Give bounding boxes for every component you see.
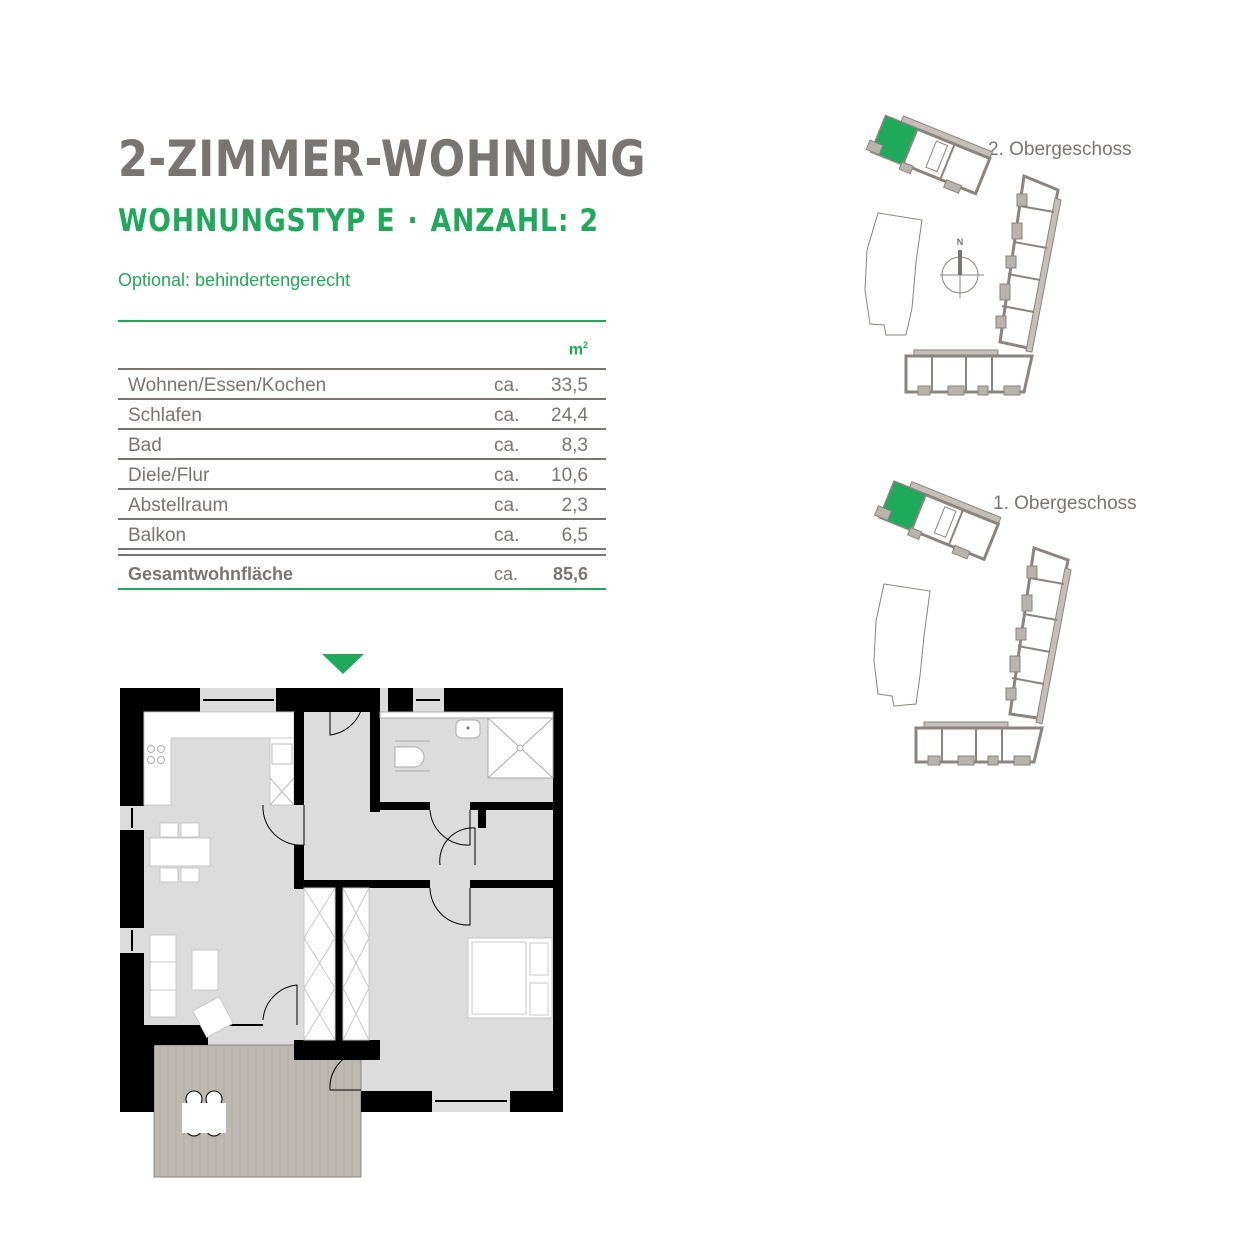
room-area: 2,3 bbox=[561, 495, 588, 516]
windows bbox=[120, 688, 510, 1112]
storage-door bbox=[439, 827, 476, 866]
page-title: 2-ZIMMER-WOHNUNG bbox=[118, 130, 646, 188]
room-name: Balkon bbox=[128, 525, 187, 546]
table-header: m2 bbox=[118, 322, 606, 370]
balcony-door-bedroom bbox=[329, 1049, 366, 1091]
exterior-walls bbox=[120, 688, 563, 1112]
balcony bbox=[153, 1044, 362, 1178]
approx-label: ca. bbox=[494, 465, 520, 486]
apartment-type: WOHNUNGSTYP E bbox=[118, 203, 396, 239]
doors bbox=[208, 688, 476, 1091]
armchair bbox=[192, 996, 234, 1038]
building-wing-north bbox=[865, 114, 994, 196]
sofa bbox=[149, 934, 177, 1018]
neighbor-building bbox=[873, 583, 931, 707]
total-row: Gesamtwohnfläche ca. 85,6 bbox=[118, 556, 606, 590]
entrance-door bbox=[329, 688, 364, 736]
building-wing-south bbox=[914, 721, 1044, 766]
approx-label: ca. bbox=[494, 375, 520, 396]
room-area: 33,5 bbox=[551, 375, 588, 396]
room-name: Wohnen/Essen/Kochen bbox=[128, 375, 327, 396]
approx-label: ca. bbox=[494, 405, 520, 426]
compass-icon: N bbox=[940, 237, 984, 298]
area-table: m2 Wohnen/Essen/Kochen ca. 33,5 Schlafen… bbox=[118, 320, 606, 590]
floor-label-2og: 2. Obergeschoss bbox=[988, 139, 1132, 160]
table-row: Schlafen ca. 24,4 bbox=[118, 400, 606, 430]
room-area: 6,5 bbox=[561, 525, 588, 546]
highlighted-unit bbox=[880, 482, 926, 531]
site-plan-2og: N bbox=[864, 114, 1062, 396]
table-row: Wohnen/Essen/Kochen ca. 33,5 bbox=[118, 370, 606, 400]
toilet-icon bbox=[394, 746, 425, 768]
building-wing-north bbox=[873, 480, 1002, 562]
approx-label: ca. bbox=[494, 525, 520, 546]
building-wing-east bbox=[995, 173, 1062, 353]
apartment-floor-plan bbox=[120, 654, 563, 1178]
entrance-arrow-icon bbox=[322, 654, 364, 674]
table-row: Balkon ca. 6,5 bbox=[118, 520, 606, 550]
living-furniture bbox=[149, 934, 234, 1038]
dining-table bbox=[149, 822, 211, 883]
unit-label: m2 bbox=[568, 340, 588, 359]
balcony-door-living bbox=[262, 984, 298, 1025]
total-label: Gesamtwohnfläche bbox=[128, 564, 294, 584]
bathroom-fixtures bbox=[379, 711, 554, 779]
table-top-rule bbox=[118, 320, 606, 322]
optional-note: Optional: behindertengerecht bbox=[118, 270, 351, 290]
site-plan-1og bbox=[873, 480, 1072, 766]
room-area: 8,3 bbox=[561, 435, 588, 456]
approx-label: ca. bbox=[494, 564, 519, 584]
table-row: Bad ca. 8,3 bbox=[118, 430, 606, 460]
kitchen bbox=[143, 711, 295, 806]
table-row: Abstellraum ca. 2,3 bbox=[118, 490, 606, 520]
separator-dot: · bbox=[407, 203, 419, 239]
balcony-table bbox=[182, 1090, 226, 1137]
floor-label-1og: 1. Obergeschoss bbox=[993, 493, 1137, 514]
bedroom-door bbox=[429, 887, 471, 926]
apartment-type-line: WOHNUNGSTYP E · ANZAHL: 2 bbox=[118, 203, 599, 239]
apartment-count: ANZAHL: 2 bbox=[430, 203, 599, 239]
bathroom-door bbox=[429, 809, 471, 846]
room-area: 10,6 bbox=[551, 465, 588, 486]
total-area: 85,6 bbox=[552, 564, 588, 584]
kitchen-door bbox=[262, 804, 305, 846]
table-row: Diele/Flur ca. 10,6 bbox=[118, 460, 606, 490]
bed bbox=[467, 937, 553, 1019]
coffee-table bbox=[191, 949, 219, 991]
interior-walls bbox=[294, 712, 563, 1060]
approx-label: ca. bbox=[494, 435, 520, 456]
room-name: Bad bbox=[128, 435, 162, 456]
room-name: Schlafen bbox=[128, 405, 202, 426]
neighbor-building bbox=[864, 212, 923, 336]
total-divider bbox=[118, 550, 606, 556]
room-area: 24,4 bbox=[551, 405, 588, 426]
wardrobes bbox=[303, 887, 370, 1041]
svg-text:N: N bbox=[957, 237, 964, 247]
building-wing-south bbox=[904, 349, 1034, 396]
room-name: Diele/Flur bbox=[128, 465, 210, 486]
room-name: Abstellraum bbox=[128, 495, 229, 516]
approx-label: ca. bbox=[494, 495, 520, 516]
highlighted-unit bbox=[871, 116, 918, 165]
building-wing-east bbox=[1005, 545, 1072, 725]
